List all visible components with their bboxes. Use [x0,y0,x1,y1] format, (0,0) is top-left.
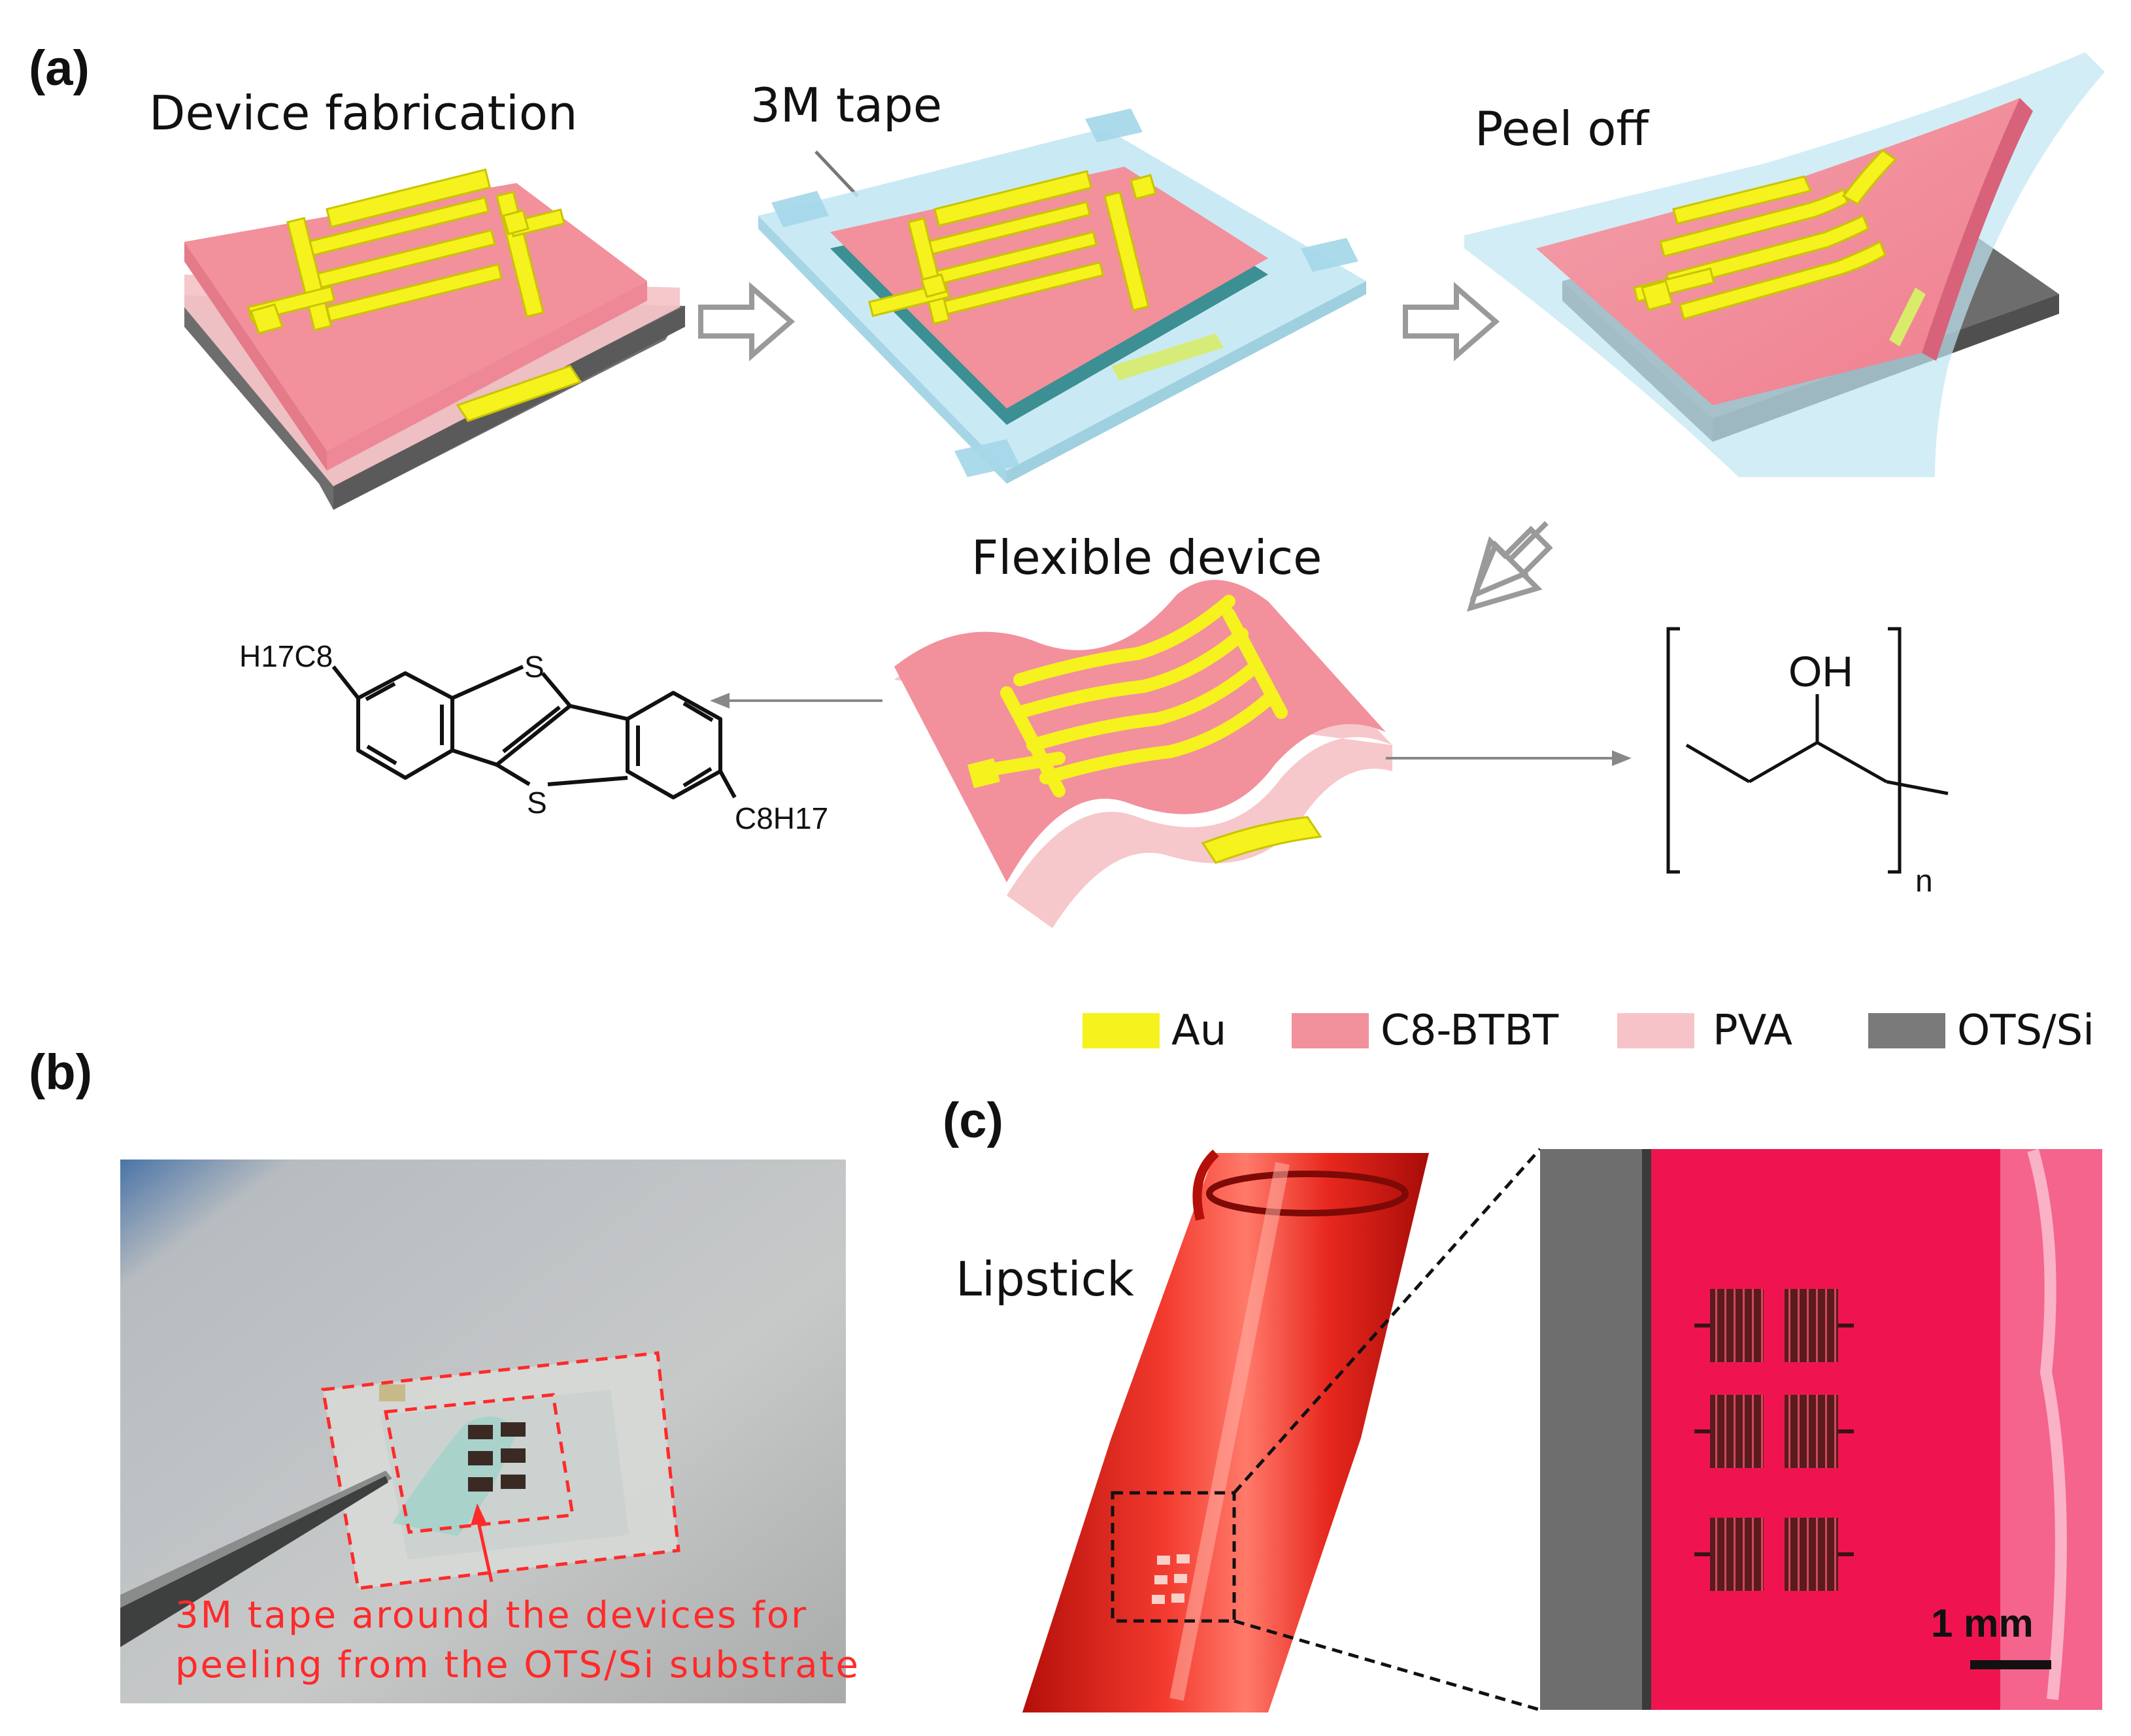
scale-bar [1970,1660,2051,1669]
step-flexible-device-caption: Flexible device [971,530,1322,585]
panel-b-label: (b) [29,1044,92,1100]
legend-label-ots-si: OTS/Si [1957,1007,2094,1055]
c8btbt-substituent-top: H17C8 [239,639,333,673]
panel-c-label: (c) [943,1093,1003,1148]
panel-a-label: (a) [29,41,90,96]
peel-off-illustration [1464,52,2105,477]
c8btbt-sulfur-top: S [524,650,545,684]
legend-swatch-ots-si [1868,1013,1945,1048]
panel-b-photo [120,1160,846,1703]
zoom-connector-top [1233,1148,1541,1494]
c8btbt-sulfur-bottom: S [527,786,547,820]
step-arrow-right-2 [1403,282,1500,361]
zoom-connector-bottom [1233,1619,1541,1712]
lipstick-photo [1022,1149,1429,1712]
legend-swatch-au [1082,1013,1160,1048]
pva-hydroxyl-label: OH [1788,647,1853,695]
pointer-arrow-to-pva [1386,750,1632,766]
3m-tape-illustration [758,108,1366,484]
step-arrow-down-left-outline [1467,526,1553,612]
step-arrow-right-1 [698,282,796,361]
device-fabrication-illustration [184,168,685,510]
legend: Au C8-BTBT PVA OTS/Si [1082,1007,2094,1055]
panel-b-annotation-line2: peeling from the OTS/Si substrate [175,1644,860,1686]
step-3m-tape-caption: 3M tape [750,78,942,133]
scale-bar-label: 1 mm [1931,1601,2034,1645]
tape-pointer-line [814,150,859,197]
legend-swatch-pva [1617,1013,1694,1048]
lipstick-zoom-inset [1540,1148,2102,1710]
c8btbt-substituent-bottom: C8H17 [735,801,828,835]
legend-label-au: Au [1171,1007,1226,1055]
step-peel-off-caption: Peel off [1475,101,1649,156]
pva-repeat-subscript: n [1915,864,1933,899]
flexible-device-illustration [894,580,1392,928]
step-device-fabrication-caption: Device fabrication [149,86,578,141]
c8btbt-molecule [331,665,737,799]
legend-label-pva: PVA [1713,1007,1792,1055]
lipstick-label: Lipstick [956,1252,1134,1307]
pointer-arrow-to-c8btbt [710,693,882,709]
panel-b-annotation-line1: 3M tape around the devices for [175,1594,808,1637]
legend-label-c8btbt: C8-BTBT [1381,1007,1559,1055]
legend-swatch-c8btbt [1292,1013,1369,1048]
pva-molecule [1666,627,1949,874]
